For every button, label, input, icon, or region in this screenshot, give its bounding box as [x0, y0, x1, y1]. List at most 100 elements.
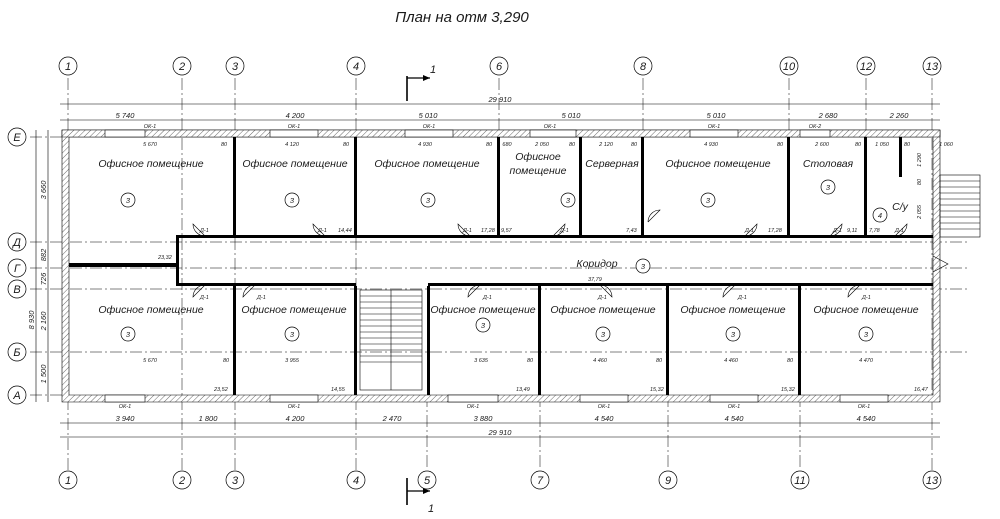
room-width-bottom-4: 3 635: [474, 358, 489, 364]
door-mark-8: Д-1: [199, 295, 209, 301]
axis-label-bottom-11: 11: [794, 475, 805, 487]
axis-label-top-10: 10: [783, 61, 796, 73]
room-number-4: 3: [566, 196, 571, 205]
door-mark-9: Д-1: [256, 295, 266, 301]
room-label-office-3: Офисное помещение: [374, 158, 479, 170]
dim-left-overall: 8 930: [27, 310, 36, 330]
axis-bubbles-bottom: 1 2 3 4 5 7 9 11 13: [58, 470, 942, 490]
room-label-office-11: Офисное помещение: [813, 304, 918, 316]
area-7: 9,11: [847, 228, 857, 234]
dim-bottom-8: 4 540: [857, 414, 877, 423]
window-mark-top-2: ОК-1: [288, 124, 300, 130]
dim-top-3: 5 010: [419, 111, 439, 120]
axis-label-top-12: 12: [860, 61, 872, 73]
room-width-bottom-10: 4 470: [859, 358, 874, 364]
door-mark-6: Д-1: [832, 228, 842, 234]
area-14: 15,32: [781, 387, 795, 393]
room-number-5: 3: [706, 196, 711, 205]
door-mark-10: Д-1: [482, 295, 492, 301]
axis-label-left-V: В: [13, 284, 20, 296]
window-mark-top-6: ОК-2: [809, 124, 821, 130]
dim-top-6: 2 680: [818, 111, 839, 120]
room-number-6: 3: [826, 183, 831, 192]
window-mark-top-3: ОК-1: [423, 124, 435, 130]
room-width-top-9: 80: [569, 142, 576, 148]
door-mark-13: Д-1: [861, 295, 871, 301]
dim-left-1: 3 660: [39, 180, 48, 200]
room-width-bottom-2: 80: [223, 358, 230, 364]
area-11: 14,55: [331, 387, 346, 393]
room-width-top-2: 80: [221, 142, 228, 148]
dim-bottom-4: 2 470: [382, 414, 403, 423]
room-label-office-4a: Офисное: [515, 151, 561, 163]
axis-label-top-2: 2: [178, 61, 185, 73]
room-label-dining: Столовая: [803, 158, 854, 170]
section-mark-bottom: 1: [406, 478, 434, 515]
area-8: 7,78: [869, 228, 881, 234]
room-label-office-9: Офисное помещение: [550, 304, 655, 316]
axis-label-left-G: Г: [14, 263, 21, 275]
room-width-bottom-6: 4 460: [593, 358, 608, 364]
axis-label-bottom-7: 7: [537, 475, 544, 487]
room-width-top-16: 1 050: [875, 142, 890, 148]
exterior-stair: [932, 174, 981, 273]
windows-top: ОК-1 ОК-1 ОК-1 ОК-1 ОК-1 ОК-2: [104, 124, 831, 138]
area-12: 13,49: [516, 387, 530, 393]
room-number-11: 3: [731, 330, 736, 339]
stairwell: [359, 289, 423, 391]
axis-label-top-13: 13: [926, 61, 939, 73]
room-number-3: 3: [426, 196, 431, 205]
area-6: 17,28: [768, 228, 783, 234]
room-label-office-6: Офисное помещение: [98, 304, 203, 316]
door-mark-3: Д-1: [462, 228, 472, 234]
top-room-widths: 5 670 80 4 120 80 4 930 80 680 2 050 80 …: [143, 142, 954, 148]
room-width-top-1: 5 670: [143, 142, 158, 148]
room-number-wc: 4: [878, 211, 882, 220]
axis-label-top-1: 1: [65, 61, 71, 73]
area-3: 17,28: [481, 228, 496, 234]
section-label-bottom: 1: [428, 503, 434, 515]
section-mark-top: 1: [406, 64, 436, 101]
room-number-7: 3: [126, 330, 131, 339]
window-mark-bottom-6: ОК-1: [858, 404, 870, 410]
room-width-top-4: 80: [343, 142, 350, 148]
door-mark-1: Д-1: [199, 228, 209, 234]
room-width-bottom-3: 3 955: [285, 358, 300, 364]
axis-label-left-B: Б: [13, 347, 20, 359]
room-width-top-12: 4 930: [704, 142, 719, 148]
room-number-markers: 3 3 3 3 3 3 4 3 3 3 3 3 3 3: [120, 179, 888, 342]
room-width-top-11: 80: [631, 142, 638, 148]
side-dim-1: 2 055: [917, 204, 923, 220]
room-label-office-4b: помещение: [510, 165, 567, 177]
doors: Д-1 Д-1 Д-1 Д-1 Д-1 Д-1 Д-1 Д-1 Д-1 Д-1 …: [192, 209, 908, 301]
wc-side-dims: 2 055 1 290 80: [917, 152, 923, 220]
dim-bottom-3: 4 200: [286, 414, 306, 423]
room-width-bottom-7: 80: [656, 358, 663, 364]
area-1: 23,32: [157, 255, 172, 261]
side-dim-3: 80: [917, 178, 923, 185]
area-13: 15,32: [650, 387, 664, 393]
dim-top-1: 5 740: [116, 111, 136, 120]
window-mark-top-1: ОК-1: [144, 124, 156, 130]
room-width-top-15: 80: [855, 142, 862, 148]
room-number-corridor: 3: [641, 262, 646, 271]
exterior-walls: [61, 129, 941, 403]
axis-label-top-3: 3: [232, 61, 239, 73]
room-width-top-18: 1 060: [939, 142, 954, 148]
room-label-office-7: Офисное помещение: [241, 304, 346, 316]
room-width-top-3: 4 120: [285, 142, 300, 148]
dim-top-7: 2 260: [889, 111, 910, 120]
axis-label-bottom-2: 2: [178, 475, 185, 487]
room-width-top-7: 680: [502, 142, 512, 148]
area-15: 16,47: [914, 387, 929, 393]
room-width-bottom-5: 80: [527, 358, 534, 364]
axis-label-left-E: Е: [13, 132, 21, 144]
room-width-top-14: 2 600: [814, 142, 830, 148]
dim-left-4: 2 160: [39, 311, 48, 332]
axis-bubbles-left: Е Д Г В Б А: [7, 127, 27, 405]
area-10: 23,52: [213, 387, 228, 393]
area-4: 9,57: [501, 228, 513, 234]
bottom-room-widths: 5 670 80 3 955 3 635 80 4 460 80 4 460 8…: [143, 358, 874, 364]
door-mark-7: Д-1: [894, 228, 904, 234]
side-dim-2: 1 290: [917, 152, 923, 167]
